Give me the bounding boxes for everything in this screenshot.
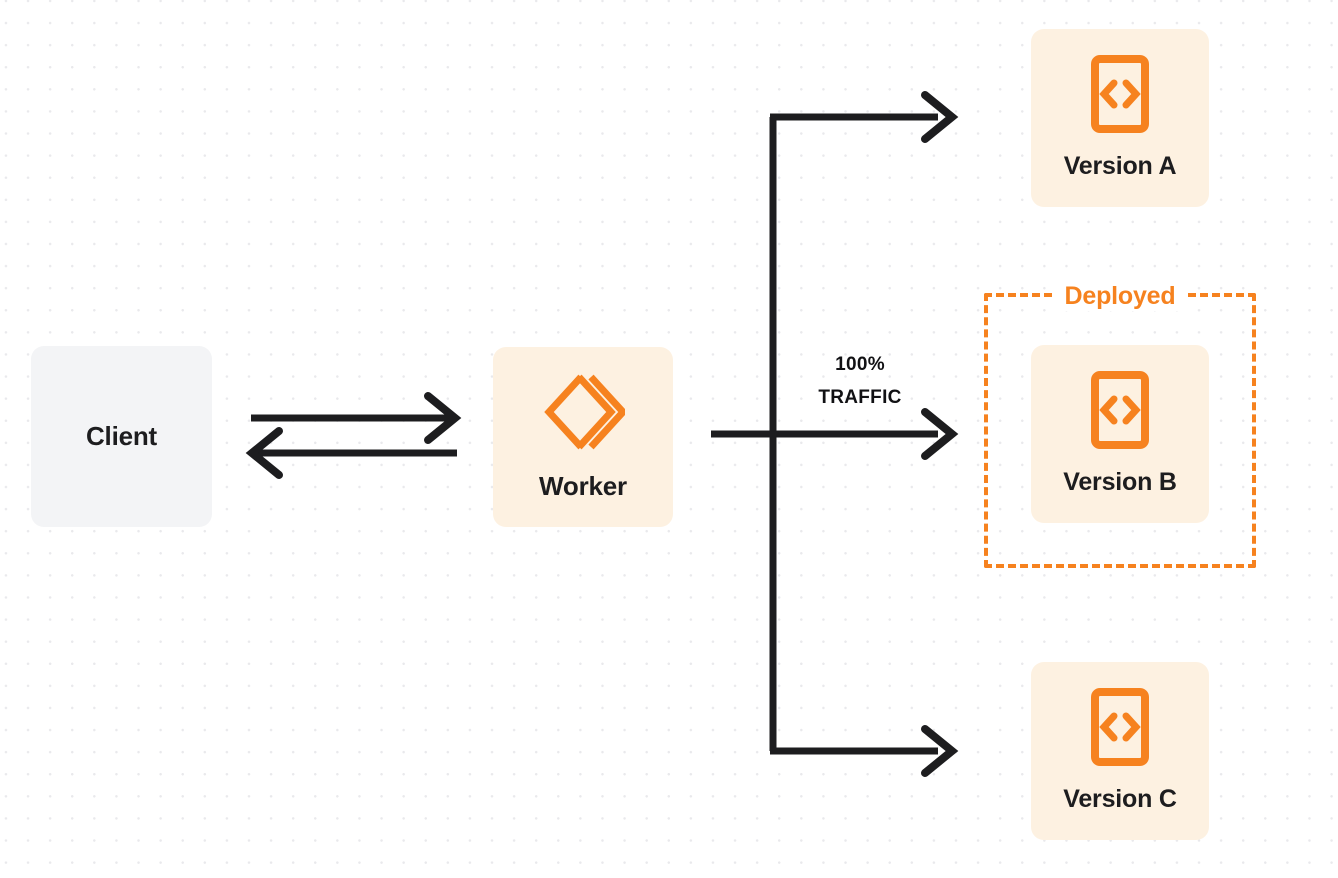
node-version-b[interactable]: Version B: [1031, 345, 1209, 523]
traffic-word: TRAFFIC: [818, 387, 902, 408]
deployed-group-outline: Deployed: [984, 281, 1256, 568]
arrow-client-to-worker: [251, 392, 462, 444]
node-version-a[interactable]: Version A: [1031, 29, 1209, 207]
node-client-label: Client: [85, 421, 158, 451]
code-file-icon: [1091, 55, 1149, 138]
node-version-c[interactable]: Version C: [1031, 662, 1209, 840]
code-file-icon: [1091, 371, 1149, 454]
arrow-worker-to-client: [245, 427, 457, 479]
traffic-distribution-trunk: [711, 91, 959, 777]
traffic-percent-value: 100%: [835, 354, 885, 375]
cloudflare-workers-logo-icon: [541, 372, 628, 457]
deployed-group-label: Deployed: [1052, 281, 1188, 311]
node-client[interactable]: Client: [31, 346, 212, 527]
node-worker-label: Worker: [539, 471, 627, 501]
node-version-b-label: Version B: [1063, 468, 1177, 496]
code-file-icon: [1091, 688, 1149, 771]
node-worker[interactable]: Worker: [493, 347, 673, 527]
traffic-percent-label: 100% TRAFFIC: [786, 348, 934, 414]
node-version-a-label: Version A: [1063, 152, 1177, 180]
node-version-c-label: Version C: [1063, 785, 1177, 813]
